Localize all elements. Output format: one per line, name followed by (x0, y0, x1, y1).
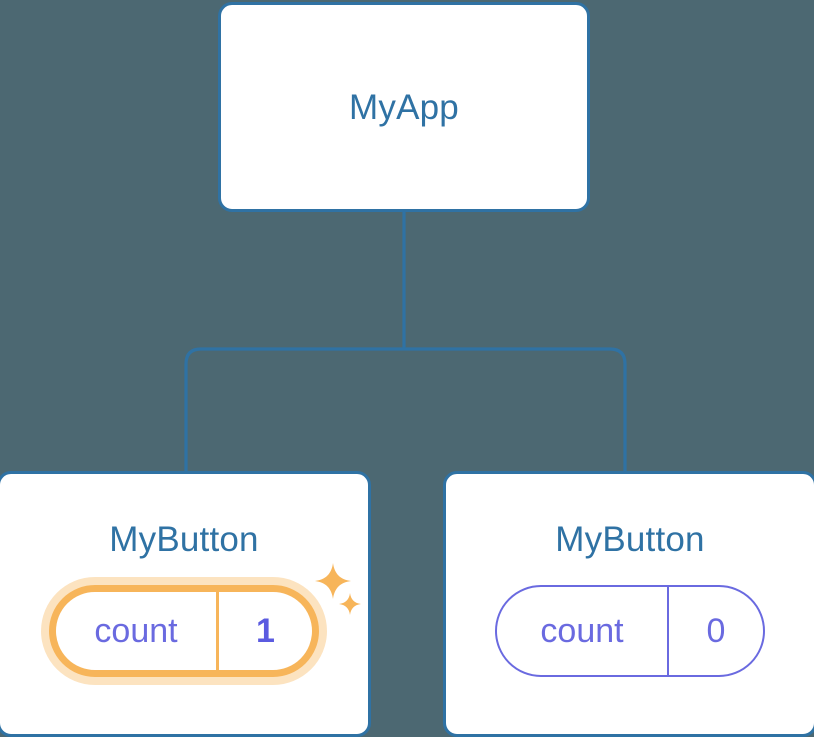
state-pill-2-key: count (540, 611, 624, 650)
sparkle-icon (339, 593, 361, 615)
sparkle-icon (315, 563, 351, 599)
node-mybutton-1[interactable]: MyButton count 1 (0, 471, 371, 737)
state-pill-1-wrap: count 1 (49, 563, 361, 677)
state-pill-1-value: 1 (256, 611, 275, 650)
state-pill-2-wrap: count 0 (495, 585, 765, 677)
state-pill-2[interactable]: count 0 (495, 585, 765, 677)
sparkle-group (311, 563, 371, 643)
node-mybutton-2-label: MyButton (555, 520, 705, 559)
state-pill-1-divider (216, 592, 219, 670)
node-myapp-label: MyApp (349, 87, 459, 127)
connector-branch-left (184, 347, 404, 473)
state-pill-2-divider (667, 587, 669, 675)
state-pill-2-value: 0 (706, 611, 726, 650)
connector-branch-right (404, 347, 627, 473)
node-mybutton-1-label: MyButton (109, 520, 259, 559)
state-pill-1-key: count (94, 611, 178, 650)
node-mybutton-2[interactable]: MyButton count 0 (443, 471, 814, 737)
node-myapp[interactable]: MyApp (218, 2, 590, 212)
state-pill-1[interactable]: count 1 (49, 585, 319, 677)
